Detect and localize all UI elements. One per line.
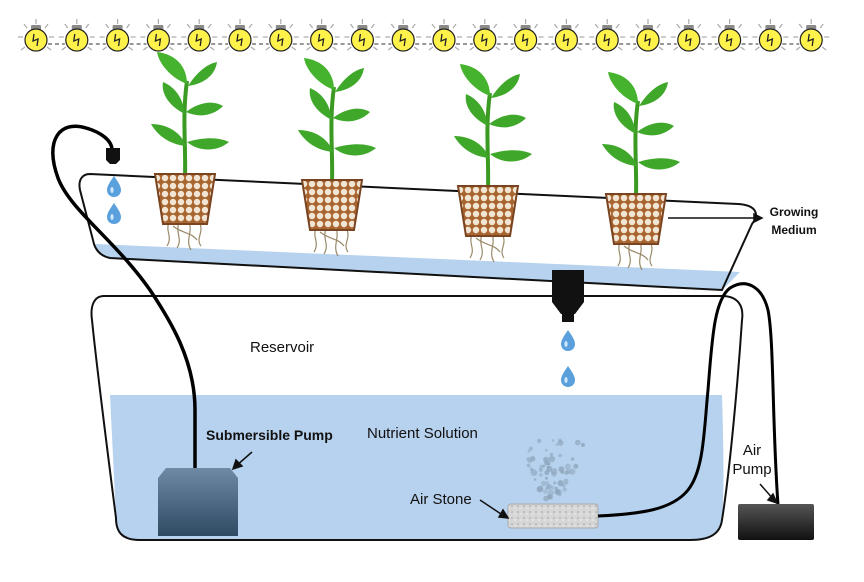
- growing-medium-label-line1: Growing: [770, 205, 819, 219]
- air-bubble: [554, 489, 560, 495]
- air-bubble: [558, 438, 562, 443]
- air-pump-label-line2: Pump: [732, 461, 771, 478]
- air-bubble: [545, 487, 548, 490]
- air-bubble: [545, 481, 550, 485]
- air-bubble: [543, 489, 548, 494]
- reservoir-label: Reservoir: [250, 339, 314, 356]
- air-bubble: [551, 471, 557, 477]
- air-bubble: [553, 481, 557, 485]
- plant-1: [149, 50, 231, 251]
- air-pump-label-line1: Air: [743, 442, 761, 459]
- arrowhead-icon: [753, 212, 764, 224]
- feed-tube: [51, 124, 197, 468]
- light-bulb-icon: [180, 18, 218, 52]
- air-bubble: [536, 485, 544, 493]
- air-bubble: [530, 456, 536, 462]
- drip-emitter: [106, 148, 120, 164]
- air-bubble: [545, 476, 548, 480]
- water-drop-icon: [107, 203, 121, 224]
- air-bubble: [533, 478, 537, 481]
- grow-lights-row: [17, 18, 830, 52]
- light-bulb-icon: [17, 18, 55, 52]
- light-bulb-icon: [629, 18, 667, 52]
- air-bubble: [575, 439, 581, 446]
- air-bubble: [558, 493, 562, 497]
- light-bulb-icon: [588, 18, 626, 52]
- light-bulb-icon: [221, 18, 259, 52]
- air-bubble: [563, 478, 569, 484]
- nutrient-solution-label: Nutrient Solution: [367, 425, 478, 442]
- air-pump: [738, 504, 814, 540]
- air-bubble: [539, 464, 544, 469]
- light-bulb-icon: [58, 18, 96, 52]
- water-drop-icon: [107, 176, 121, 197]
- air-bubble: [558, 453, 562, 458]
- air-bubble: [551, 439, 555, 442]
- light-bulb-icon: [670, 18, 708, 52]
- air-bubble: [545, 448, 548, 452]
- air-bubble: [538, 488, 542, 491]
- light-bulb-icon: [384, 18, 422, 52]
- air-bubble: [564, 463, 572, 470]
- air-bubble: [551, 468, 558, 475]
- growing-medium-label-line2: Medium: [771, 223, 816, 237]
- air-bubble: [549, 452, 554, 457]
- air-stone: [507, 503, 599, 529]
- air-bubble: [548, 455, 556, 463]
- light-bulb-icon: [792, 18, 830, 52]
- light-bulb-icon: [751, 18, 790, 52]
- plant-4: [600, 70, 682, 271]
- air-bubble: [562, 487, 567, 492]
- air-bubble: [543, 456, 549, 463]
- plant-3: [452, 62, 534, 263]
- water-drop-icon: [561, 330, 575, 351]
- air-bubble: [540, 480, 547, 487]
- air-bubble: [550, 485, 555, 490]
- light-bulb-icon: [139, 18, 178, 52]
- light-bulb-icon: [98, 18, 137, 52]
- air-bubbles: [526, 438, 585, 502]
- air-bubble: [546, 465, 553, 472]
- air-bubble: [530, 469, 538, 477]
- light-bulb-icon: [343, 18, 382, 52]
- air-stone-label: Air Stone: [410, 491, 472, 508]
- light-bulb-icon: [506, 18, 545, 52]
- arrowhead-icon: [497, 508, 510, 519]
- submersible-pump: [158, 468, 238, 536]
- light-bulb-icon: [302, 18, 341, 52]
- air-tube: [597, 282, 780, 518]
- light-bulb-icon: [466, 18, 504, 52]
- light-bulb-icon: [547, 18, 586, 52]
- arrowhead-icon: [231, 458, 244, 471]
- air-bubble: [526, 463, 531, 468]
- air-bubble: [557, 480, 564, 487]
- air-bubble: [538, 467, 543, 472]
- air-stone-leader: [479, 499, 505, 517]
- air-bubble: [558, 466, 565, 472]
- air-bubble: [547, 462, 551, 466]
- air-bubble: [553, 468, 557, 472]
- air-bubble: [547, 494, 552, 499]
- air-bubble: [538, 472, 543, 477]
- arrowhead-icon: [766, 492, 779, 505]
- submersible-pump-label: Submersible Pump: [206, 427, 333, 443]
- air-bubble: [537, 438, 542, 443]
- light-bulb-icon: [425, 18, 463, 52]
- water-drop-icon: [561, 366, 575, 387]
- air-bubble: [526, 456, 531, 462]
- drain-nozzle: [552, 270, 584, 322]
- air-bubble: [555, 443, 559, 446]
- air-bubble: [565, 469, 571, 475]
- air-bubble: [573, 463, 579, 469]
- light-bulb-icon: [262, 18, 300, 52]
- air-bubble: [581, 443, 585, 447]
- air-bubble: [547, 489, 554, 496]
- air-bubble: [569, 468, 576, 475]
- air-bubble: [570, 457, 575, 461]
- plant-2: [296, 56, 378, 257]
- light-bulb-icon: [710, 18, 749, 52]
- air-bubble: [528, 446, 533, 451]
